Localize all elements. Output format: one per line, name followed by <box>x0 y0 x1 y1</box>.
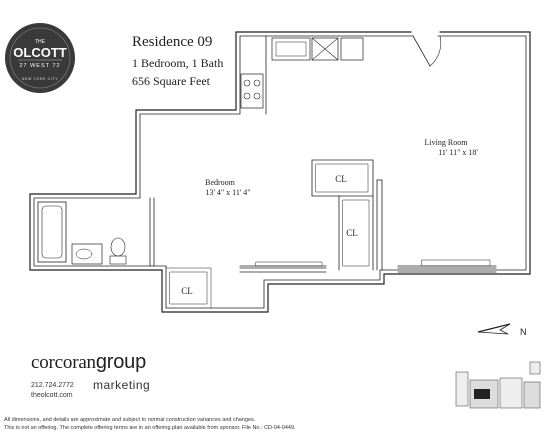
closet-label: CL <box>346 228 358 238</box>
key-plan <box>455 361 541 409</box>
closet-label: CL <box>335 174 347 184</box>
closet-label: CL <box>181 286 193 296</box>
disclaimer-line-2: This is not an offering. The complete of… <box>4 425 296 431</box>
website-link[interactable]: theolcott.com <box>31 392 73 399</box>
broker-name-bold: group <box>95 351 147 373</box>
living-room-name: Living Room <box>425 138 469 147</box>
north-label: N <box>520 327 527 337</box>
broker-phone: 212.724.2772 <box>31 382 74 389</box>
logo-line-1: THE <box>35 39 46 45</box>
north-arrow-icon: N <box>477 323 527 337</box>
logo-line-3: 27 WEST 72 <box>19 63 60 69</box>
logo-line-2: OLCOTT <box>13 45 66 60</box>
disclaimer-line-1: All dimensions, and details are approxim… <box>4 417 256 423</box>
broker-name-light: corcoran <box>31 352 96 373</box>
building-logo: THE OLCOTT 27 WEST 72 NEW YORK CITY <box>5 23 75 93</box>
broker-name: corcorangroup <box>31 351 146 374</box>
bedroom-dims: 13' 4" x 11' 4" <box>205 188 250 197</box>
bedroom-name: Bedroom <box>205 178 236 187</box>
beds-baths: 1 Bedroom, 1 Bath <box>132 56 224 70</box>
residence-title: Residence 09 <box>132 34 213 50</box>
living-room-dims: 11' 11" x 18' <box>438 148 478 157</box>
logo-line-4: NEW YORK CITY <box>22 77 59 81</box>
broker-division: marketing <box>93 378 151 392</box>
square-feet: 656 Square Feet <box>132 74 210 88</box>
